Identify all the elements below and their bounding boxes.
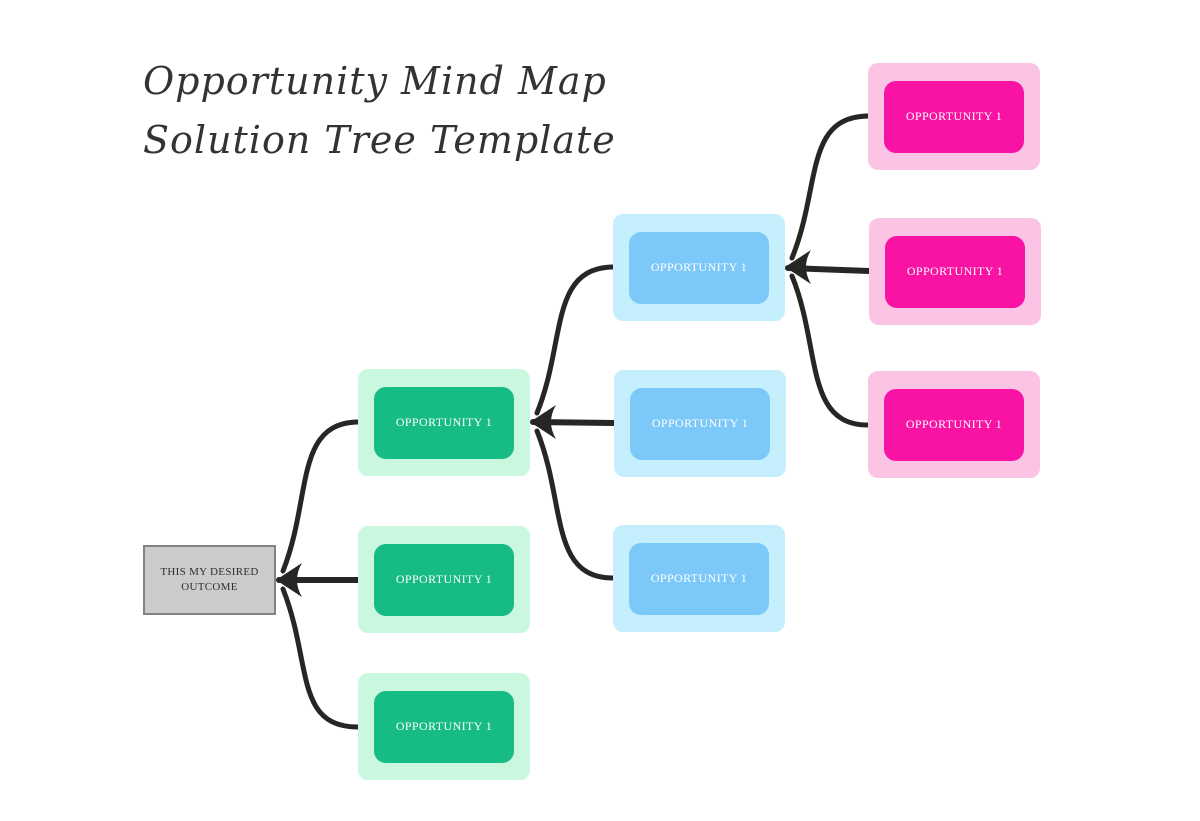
opportunity-label: OPPORTUNITY 1 [905,417,1003,431]
root-node-desired-outcome[interactable]: THIS MY DESIRED OUTCOME [143,545,276,615]
opportunity-label: OPPORTUNITY 1 [395,572,493,586]
opportunity-label: OPPORTUNITY 1 [395,415,493,429]
connector-root-green1 [280,419,361,574]
arrowhead-root [276,563,302,597]
opportunity-node-pink-2[interactable]: OPPORTUNITY 1 [869,218,1041,325]
opportunity-node-blue-2[interactable]: OPPORTUNITY 1 [614,370,786,477]
opportunity-label: OPPORTUNITY 1 [905,109,1003,123]
root-node-label-line1: THIS MY DESIRED [160,566,259,578]
page-title-line2: Solution Tree Template [143,118,616,162]
connector-green1-blue3 [534,428,616,581]
connector-root-green3 [280,586,361,730]
opportunity-node-blue-1[interactable]: OPPORTUNITY 1 [613,214,785,321]
connector-blue1-pink3 [789,273,871,428]
arrowhead-blue1 [785,250,811,284]
opportunity-card: OPPORTUNITY 1 [374,690,514,763]
root-node-label-line2: OUTCOME [181,581,238,593]
opportunity-node-blue-3[interactable]: OPPORTUNITY 1 [613,525,785,632]
opportunity-card: OPPORTUNITY 1 [885,235,1025,308]
connector-green1-blue1 [534,264,616,416]
arrowhead-green1 [530,405,556,439]
opportunity-node-green-2[interactable]: OPPORTUNITY 1 [358,526,530,633]
opportunity-card: OPPORTUNITY 1 [374,386,514,459]
connector-blue1-pink1 [789,113,871,261]
opportunity-node-pink-1[interactable]: OPPORTUNITY 1 [868,63,1040,170]
opportunity-node-pink-3[interactable]: OPPORTUNITY 1 [868,371,1040,478]
opportunity-node-green-1[interactable]: OPPORTUNITY 1 [358,369,530,476]
opportunity-label: OPPORTUNITY 1 [395,719,493,733]
opportunity-label: OPPORTUNITY 1 [906,264,1004,278]
opportunity-card: OPPORTUNITY 1 [629,542,769,615]
opportunity-label: OPPORTUNITY 1 [650,260,748,274]
opportunity-card: OPPORTUNITY 1 [884,388,1024,461]
opportunity-card: OPPORTUNITY 1 [630,387,770,460]
opportunity-card: OPPORTUNITY 1 [629,231,769,304]
opportunity-node-green-3[interactable]: OPPORTUNITY 1 [358,673,530,780]
page-title-line1: Opportunity Mind Map [143,59,607,103]
page-title: Opportunity Mind Map Solution Tree Templ… [143,52,616,170]
opportunity-label: OPPORTUNITY 1 [651,416,749,430]
opportunity-card: OPPORTUNITY 1 [374,543,514,616]
opportunity-label: OPPORTUNITY 1 [650,571,748,585]
opportunity-card: OPPORTUNITY 1 [884,80,1024,153]
